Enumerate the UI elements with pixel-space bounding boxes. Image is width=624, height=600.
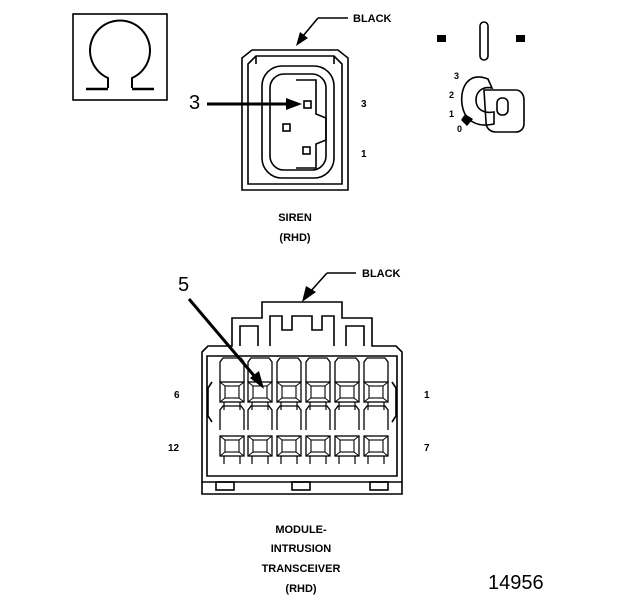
pin-grid	[219, 357, 389, 464]
module-title-line-4: (RHD)	[285, 583, 317, 595]
pin-cavity	[247, 405, 273, 464]
pin-cavity	[305, 405, 331, 464]
pin-cavity	[363, 405, 389, 464]
ohm-symbol-icon	[72, 13, 168, 101]
siren-title: SIREN	[278, 212, 312, 224]
pin-cavity	[276, 405, 302, 464]
module-pin-label-12: 12	[168, 443, 180, 454]
key-position-0: 0	[457, 124, 463, 134]
module-title-line-2: INTRUSION	[270, 543, 332, 555]
siren-pin-label-high: 3	[361, 99, 367, 110]
key-position-2: 2	[449, 90, 455, 100]
siren-connector	[207, 17, 349, 191]
module-wire-color: BLACK	[362, 268, 401, 280]
module-title-line-3: TRANSCEIVER	[261, 563, 341, 575]
module-pin-label-1: 1	[424, 390, 430, 401]
module-pin-label-7: 7	[424, 443, 430, 454]
pin-cavity	[276, 357, 302, 410]
key-position-3: 3	[454, 71, 460, 81]
pin-cavity	[219, 405, 245, 464]
figure-number: 14956	[488, 572, 544, 594]
pin-cavity	[305, 357, 331, 410]
pin-cavity	[219, 357, 245, 410]
module-connector	[187, 272, 403, 495]
pin-cavity	[334, 357, 360, 410]
module-title-line-1: MODULE-	[275, 524, 327, 536]
module-pin-label-6: 6	[174, 390, 180, 401]
siren-pin-label-low: 1	[361, 149, 367, 160]
key-position-1: 1	[449, 109, 455, 119]
pin-cavity	[334, 405, 360, 464]
pin-cavity	[363, 357, 389, 410]
key-switch-icon	[437, 21, 525, 133]
siren-callout-number: 3	[189, 92, 201, 114]
siren-subtitle: (RHD)	[279, 232, 311, 244]
siren-wire-color: BLACK	[353, 13, 392, 25]
module-callout-number: 5	[178, 274, 190, 296]
